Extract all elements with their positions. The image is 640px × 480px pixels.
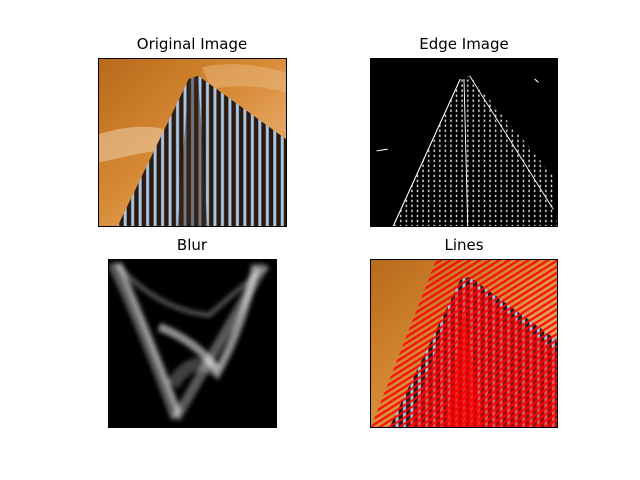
original-image xyxy=(98,58,287,227)
edge-image xyxy=(370,58,558,227)
panel-title-blur: Blur xyxy=(176,236,208,254)
lines-image xyxy=(370,259,558,428)
blur-image xyxy=(108,259,277,428)
panel-title-lines: Lines xyxy=(444,236,484,254)
panel-title-original: Original Image xyxy=(136,35,248,53)
panel-title-edge: Edge Image xyxy=(419,35,509,53)
